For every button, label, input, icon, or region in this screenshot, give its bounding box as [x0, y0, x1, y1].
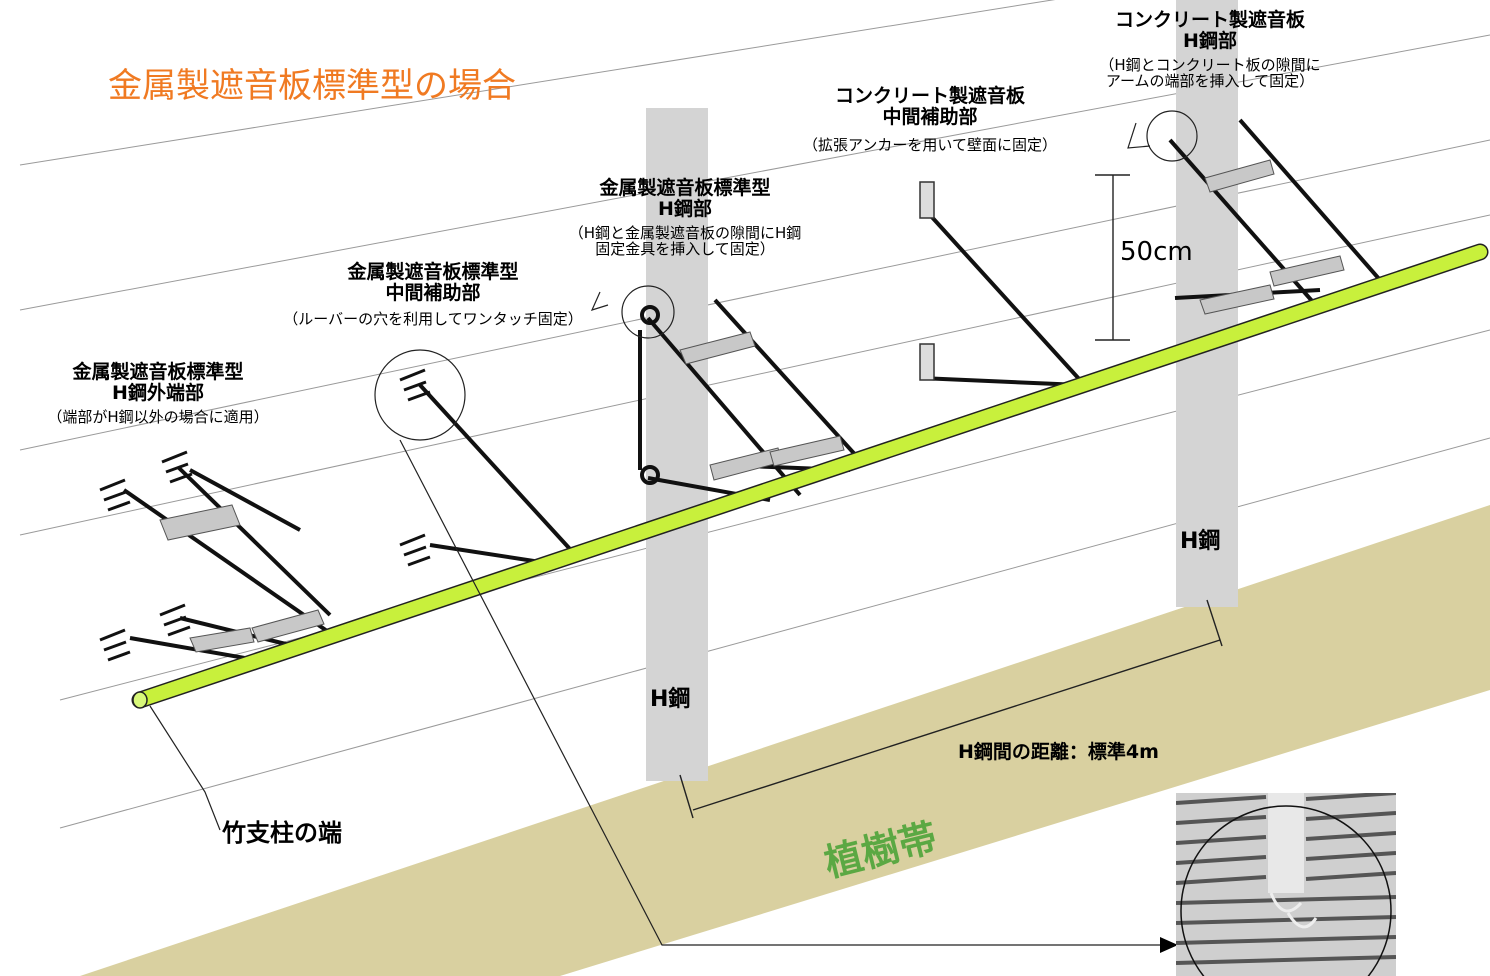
- label-note: （拡張アンカーを用いて壁面に固定）: [803, 135, 1057, 154]
- label-bamboo-end: 竹支柱の端: [222, 819, 342, 847]
- label-line2: 中間補助部: [385, 282, 481, 305]
- label-note1: （H鋼と金属製遮音板の隙間にH鋼: [568, 223, 802, 242]
- label-concrete-intermediate: コンクリート製遮音板 中間補助部 （拡張アンカーを用いて壁面に固定）: [760, 85, 1100, 154]
- label-distance: H鋼間の距離：標準4m: [958, 741, 1159, 763]
- label-note2: 固定金具を挿入して固定）: [595, 240, 775, 259]
- page-title: 金属製遮音板標準型の場合: [108, 66, 516, 106]
- distance-dimension: [679, 599, 1223, 819]
- label-line1: 金属製遮音板標準型: [347, 261, 519, 283]
- bracket-intermediate: [399, 368, 582, 567]
- label-line2: H鋼部: [658, 198, 712, 221]
- bracket-concrete-hsteel: [1168, 118, 1382, 315]
- callout-circle-hsteel: [621, 285, 675, 339]
- label-line1: コンクリート製遮音板: [834, 85, 1025, 107]
- label-note1: （H鋼とコンクリート板の隙間に: [1099, 55, 1321, 74]
- label-hsteel-part: 金属製遮音板標準型 H鋼部 （H鋼と金属製遮音板の隙間にH鋼 固定金具を挿入して…: [520, 177, 850, 259]
- label-height-50cm: 50cm: [1120, 237, 1193, 267]
- bracket-outer-end: [99, 450, 342, 664]
- label-concrete-hsteel: コンクリート製遮音板 H鋼部 （H鋼とコンクリート板の隙間に アームの端部を挿入…: [1060, 9, 1360, 91]
- leader-lines: [149, 122, 1160, 946]
- label-hsteel-right: H鋼: [1180, 529, 1221, 554]
- label-line1: 金属製遮音板標準型: [599, 177, 771, 199]
- louver-photo: [1176, 793, 1396, 976]
- callout-circle-intermediate: [374, 349, 466, 441]
- label-line1: 金属製遮音板標準型: [72, 361, 244, 383]
- louver-photo-drawing: [1176, 793, 1396, 976]
- label-note: （端部がH鋼以外の場合に適用）: [47, 407, 269, 426]
- label-note2: アームの端部を挿入して固定）: [1105, 72, 1315, 91]
- label-line2: H鋼部: [1183, 30, 1237, 53]
- bracket-concrete-intermediate: [919, 181, 1082, 387]
- label-line1: コンクリート製遮音板: [1114, 9, 1305, 31]
- h-steel-post-left: [646, 108, 708, 781]
- planting-strip-area: [80, 505, 1490, 976]
- callout-circle-concrete-hsteel: [1146, 110, 1198, 162]
- bracket-hsteel: [638, 298, 862, 502]
- label-hsteel-outer-end: 金属製遮音板標準型 H鋼外端部 （端部がH鋼以外の場合に適用）: [8, 361, 308, 426]
- label-hsteel-left: H鋼: [650, 687, 691, 712]
- photo-arrow-head: [1160, 937, 1178, 953]
- bamboo-pole: [131, 243, 1489, 709]
- label-line2: 中間補助部: [882, 106, 978, 129]
- label-note: （ルーバーの穴を利用してワンタッチ固定）: [283, 309, 583, 328]
- height-dimension: [1095, 174, 1130, 341]
- label-line2: H鋼外端部: [112, 382, 204, 405]
- label-intermediate-aux: 金属製遮音板標準型 中間補助部 （ルーバーの穴を利用してワンタッチ固定）: [238, 261, 628, 328]
